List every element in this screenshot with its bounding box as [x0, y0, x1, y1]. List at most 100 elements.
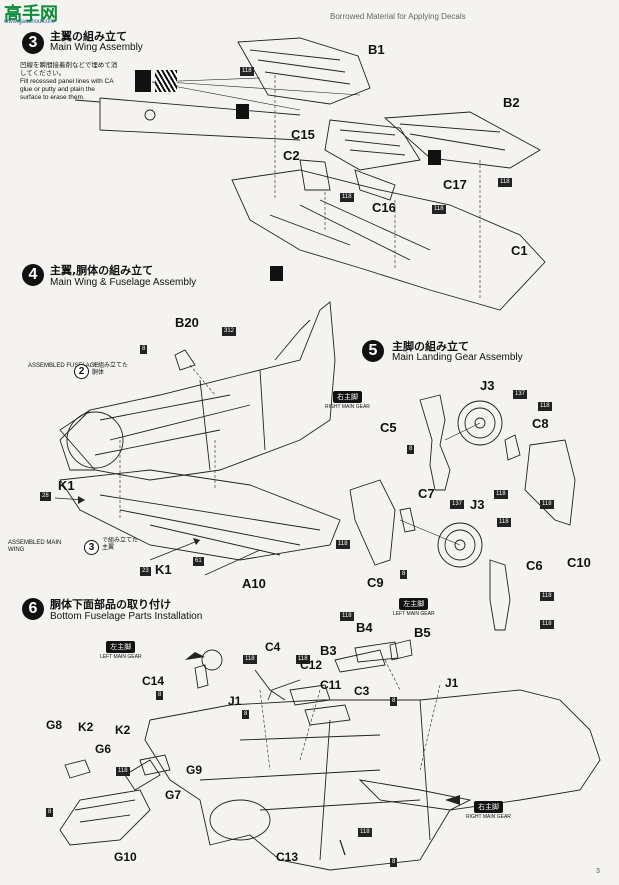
part-label: G8 — [46, 718, 63, 732]
sanding-icon — [155, 70, 177, 92]
paint-code: 8 — [46, 808, 54, 817]
part-label: C10 — [567, 555, 591, 570]
header-text: Borrowed Material for Applying Decals — [330, 12, 466, 21]
wing-top-right-b2 — [383, 111, 541, 169]
part-label: C15 — [291, 127, 315, 142]
part-label: C1 — [511, 243, 528, 258]
step3-note-en-2: glue or putty and plain the — [20, 86, 95, 93]
cement-icon — [236, 104, 249, 119]
step3-note-en-1: Fill recessed panel lines with CA — [20, 78, 114, 85]
part-label: K1 — [58, 478, 75, 493]
part-label: C2 — [283, 148, 300, 163]
part-label: C13 — [276, 850, 299, 864]
part-k2b — [139, 754, 171, 776]
left-main-gear-label: 左主脚 LEFT MAIN GEAR — [393, 593, 435, 617]
part-c2 — [299, 159, 331, 191]
part-b5 — [389, 639, 413, 661]
part-label: G10 — [114, 850, 137, 864]
wheel-c14-area — [201, 649, 223, 671]
part-label: G9 — [186, 763, 203, 777]
paint-code: 8 — [140, 345, 148, 354]
left-gear-jp: 左主脚 — [106, 641, 136, 653]
cement-icon — [428, 150, 441, 165]
page-header: Borrowed Material for Applying Decals — [0, 0, 619, 21]
left-main-gear-label-step6: 左主脚 LEFT MAIN GEAR — [100, 636, 142, 660]
paint-code: 118 — [340, 612, 354, 621]
part-c12 — [289, 684, 331, 706]
step3-title-en: Main Wing Assembly — [50, 42, 143, 53]
part-b3 — [334, 649, 386, 673]
watermark-logo: 高手网 www.gaoshou.com — [2, 0, 74, 26]
part-c16 — [354, 169, 396, 201]
strut-c6 — [489, 559, 511, 631]
step3-title-jp: 主翼の組み立て — [50, 30, 127, 43]
right-gear-c3 — [358, 779, 472, 811]
page-number: 3 — [596, 868, 600, 875]
wing-top-left-b1 — [237, 37, 371, 105]
paint-code: 118 — [340, 193, 354, 202]
paint-code: 8 — [400, 570, 408, 579]
paint-code: 118 — [116, 767, 130, 776]
assembled-wing-jp: で組み立てた主翼 — [102, 538, 139, 551]
wing-bottom-c1 — [231, 169, 546, 311]
paint-code: 118 — [336, 540, 350, 549]
step3-note-jp: 凹線を瞬間接着剤などで埋めて消してください。 — [20, 62, 118, 77]
watermark-site-name: 高手网 — [4, 4, 58, 25]
part-label: B3 — [320, 643, 337, 658]
part-g8 — [64, 759, 91, 779]
part-c7 — [399, 507, 416, 533]
step4-title-en: Main Wing & Fuselage Assembly — [50, 277, 197, 288]
step5-title-en: Main Landing Gear Assembly — [392, 352, 523, 363]
paint-code: 118 — [538, 402, 552, 411]
right-main-gear-label: 右主脚 RIGHT MAIN GEAR — [325, 386, 370, 410]
step3-number: 3 — [22, 32, 44, 54]
part-label: C7 — [418, 486, 435, 501]
paint-code: 8 — [390, 697, 398, 706]
step3-note-en-3: surface to erase them. — [20, 94, 85, 101]
step4-number: 4 — [22, 264, 44, 286]
glue-icon — [135, 70, 151, 92]
engine-cowling — [209, 799, 271, 841]
part-label: C5 — [380, 420, 397, 435]
part-label: K2 — [115, 723, 131, 737]
paint-code: 118 — [540, 592, 554, 601]
part-label: C11 — [320, 678, 342, 692]
paint-code: 118 — [358, 828, 372, 837]
part-c8 — [504, 434, 521, 461]
part-label: C17 — [443, 177, 467, 192]
part-b4 — [354, 641, 399, 663]
paint-code: 118 — [494, 490, 508, 499]
step5-title-jp: 主脚の組み立て — [392, 340, 469, 353]
part-label: K1 — [155, 562, 172, 577]
part-b20 — [174, 349, 196, 371]
paint-code: 8 — [407, 445, 415, 454]
gear-door-c9 — [349, 479, 396, 566]
part-label: B1 — [368, 42, 385, 57]
paint-code: 137 — [513, 390, 528, 399]
paint-code: 118 — [540, 620, 554, 629]
wheel-well-c15 — [324, 119, 421, 171]
assembled-fuselage-jp: で組み立てた胴体 — [92, 363, 129, 376]
assembled-wing-label: ASSEMBLED MAIN WING — [8, 540, 62, 553]
paint-code: 23 — [140, 567, 151, 576]
step6-title-en: Bottom Fuselage Parts Installation — [50, 611, 203, 622]
paint-code: 118 — [296, 655, 310, 664]
wing-step4 — [59, 469, 341, 561]
part-label: B20 — [175, 315, 199, 330]
wheel-j3-right — [457, 400, 503, 446]
paint-code: 28 — [40, 492, 51, 501]
step6-number: 6 — [22, 598, 44, 620]
fuselage-step4 — [59, 301, 336, 481]
part-c14 — [194, 664, 209, 689]
part-label: C8 — [532, 416, 549, 431]
part-label: B4 — [356, 620, 373, 635]
paint-code: 312 — [222, 327, 237, 336]
paint-code: 118 — [432, 205, 446, 214]
paint-code: 61 — [193, 557, 204, 566]
part-label: J1 — [445, 676, 459, 690]
paint-code: 118 — [497, 518, 511, 527]
left-gear-en: LEFT MAIN GEAR — [393, 611, 435, 617]
right-gear-jp: 右主脚 — [332, 391, 362, 403]
strut-c5 — [419, 394, 451, 491]
